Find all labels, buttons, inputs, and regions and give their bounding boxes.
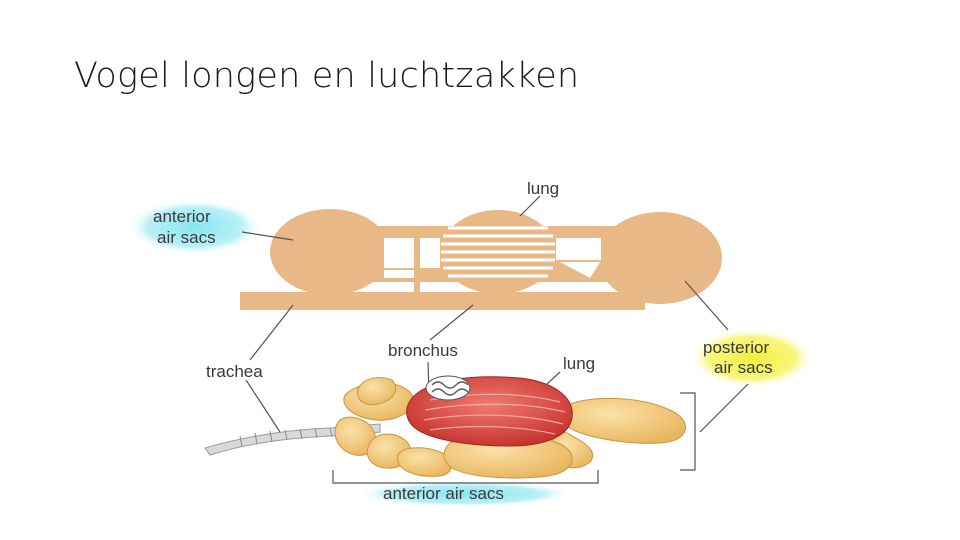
label-anterior-air-sacs-bottom: anterior air sacs — [383, 484, 504, 503]
schematic-trachea-bar — [240, 292, 645, 310]
slide-title: Vogel longen en luchtzakken — [74, 56, 580, 96]
label-anterior-air-sacs-left-2: air sacs — [157, 228, 216, 247]
schematic-anterior-sac — [270, 209, 390, 295]
anterior-bottom-highlight — [355, 481, 575, 507]
label-lung-bottom: lung — [563, 354, 595, 373]
posterior-air-sacs-highlight — [690, 328, 814, 388]
anterior-air-sacs-highlight — [127, 199, 263, 255]
bird-respiratory-illustration — [204, 375, 686, 479]
label-posterior-air-sacs-2: air sacs — [714, 358, 773, 377]
bronchus — [425, 375, 471, 401]
posterior-air-sacs — [548, 397, 686, 469]
label-trachea: trachea — [206, 362, 263, 381]
label-bronchus: bronchus — [388, 341, 458, 360]
label-anterior-air-sacs-left-1: anterior — [153, 207, 211, 226]
label-lung-top: lung — [527, 179, 559, 198]
schematic — [240, 209, 722, 310]
leader-lines — [241, 195, 749, 484]
label-posterior-air-sacs-1: posterior — [703, 338, 769, 357]
schematic-posterior-sac — [598, 212, 722, 304]
